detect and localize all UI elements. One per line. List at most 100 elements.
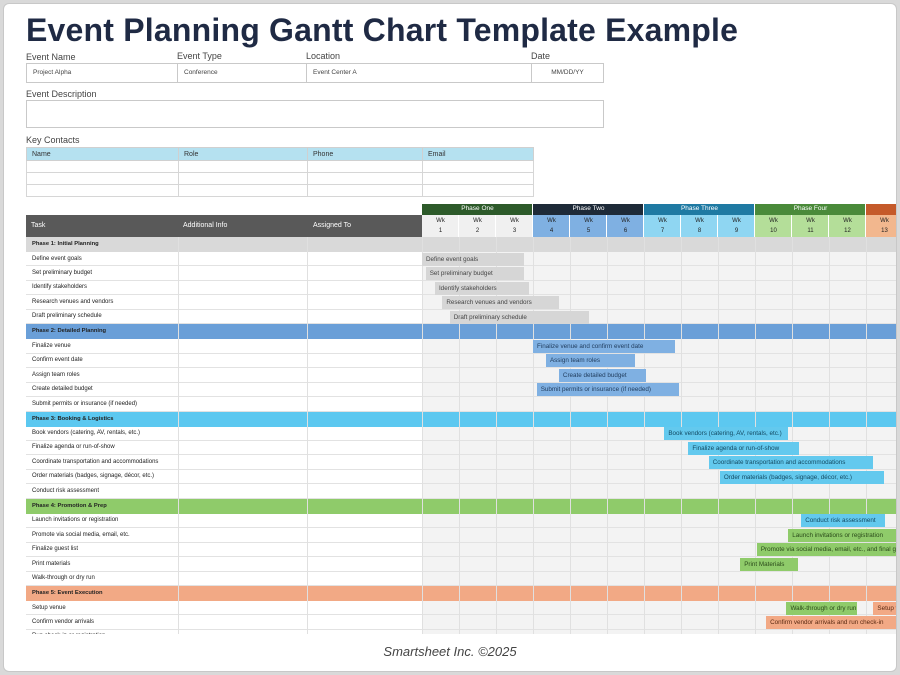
task-name[interactable]: Launch invitations or registration [32,517,119,524]
task-bar[interactable]: Setup venue [873,601,896,615]
task-bar[interactable]: Draft preliminary schedule [449,310,589,324]
week-prefix: Wk [843,218,852,224]
task-name[interactable]: Confirm event date [32,357,83,364]
location-label: Location [306,51,341,61]
week-header-cell [792,215,829,237]
task-name[interactable]: Draft preliminary schedule [32,313,102,320]
gantt-grid-row [422,629,896,634]
task-bar[interactable]: Set preliminary budget [425,267,524,281]
table-row [26,184,534,197]
task-bar[interactable]: Submit permits or insurance (if needed) [536,383,680,397]
task-name[interactable]: Finalize guest list [32,546,79,553]
row-divider [26,308,896,310]
week-header-cell [607,215,644,237]
task-bar[interactable]: Confirm vendor arrivals and run check-in [766,616,896,630]
week-prefix: Wk [658,218,667,224]
task-name[interactable]: Research venues and vendors [32,298,114,305]
task-name[interactable]: Finalize agenda or run-of-show [32,444,115,451]
task-name[interactable]: Setup venue [32,604,66,611]
week-divider [644,237,645,634]
task-name[interactable]: Assign team roles [32,371,80,378]
row-divider [26,497,896,499]
task-bar[interactable]: Create detailed budget [558,368,646,382]
date-field[interactable]: MM/DD/YY [531,63,604,83]
task-bar[interactable]: Conduct risk assessment [801,514,885,528]
row-divider [26,439,896,441]
row-divider [26,527,896,529]
kc-col-email: Email [422,147,534,161]
table-row [26,469,422,485]
row-divider [26,367,896,369]
page-frame: Event Planning Gantt Chart Template Exam… [3,3,897,672]
task-bar[interactable]: Walk-through or dry run [786,601,857,615]
gantt-grid-row [422,426,896,441]
date-label: Date [531,51,551,61]
gantt-grid-row [422,353,896,369]
gantt-grid-row [422,440,896,456]
task-bar[interactable]: Promote via social media, email, etc., a… [756,543,896,557]
row-divider [26,468,896,470]
table-row [26,571,422,586]
phase-header [644,204,755,215]
week-prefix: Wk [806,218,815,224]
task-bar[interactable]: Book vendors (catering, AV, rentals, etc… [664,427,789,441]
task-name[interactable]: Run check-in or registration [32,630,105,634]
task-name[interactable]: Create detailed budget [32,386,93,393]
phase-header [422,204,533,215]
task-bar[interactable]: Order materials (badges, signage, décor,… [719,470,885,484]
task-name[interactable]: Order materials (badges, signage, décor,… [32,473,155,480]
task-name[interactable]: Submit permits or insurance (if needed) [32,400,138,407]
week-header-cell [570,215,607,237]
task-name[interactable]: Conduct risk assessment [32,487,100,494]
week-number: 2 [475,228,480,234]
row-divider [26,381,896,383]
week-prefix: Wk [695,218,704,224]
task-bar[interactable]: Assign team roles [545,354,635,368]
gantt-grid-row [422,368,896,383]
section-header-row [26,498,896,514]
table-row [26,528,422,543]
table-row [26,339,422,354]
task-name[interactable]: Define event goals [32,255,82,262]
task-name[interactable]: Finalize venue [32,342,71,349]
task-bar[interactable]: Finalize agenda or run-of-show [688,441,800,455]
task-bar[interactable]: Launch invitations or registration [788,528,896,542]
task-name[interactable]: Coordinate transportation and accommodat… [32,458,159,465]
week-divider [496,237,497,634]
task-bar[interactable]: Identify stakeholders [434,281,530,295]
week-divider [866,237,867,634]
week-prefix: Wk [880,218,889,224]
week-prefix: Wk [584,218,593,224]
section-header-row [26,237,896,252]
key-contacts-label: Key Contacts [26,135,80,145]
task-name[interactable]: Confirm vendor arrivals [32,618,95,625]
row-divider [26,265,896,267]
table-row [26,295,422,310]
table-row [26,266,422,281]
table-row [26,513,422,529]
row-divider [26,628,896,630]
task-name[interactable]: Book vendors (catering, AV, rentals, etc… [32,430,141,436]
task-name[interactable]: Set preliminary budget [32,269,93,276]
week-header-cell [496,215,533,237]
gantt-header-bg [26,215,422,237]
task-bar[interactable]: Print Materials [740,557,798,571]
event-description-label: Event Description [26,89,97,99]
week-prefix: Wk [510,218,519,224]
location-field[interactable]: Event Center A [306,63,532,83]
week-divider [607,237,608,634]
event-description-field[interactable] [26,100,604,128]
task-bar[interactable]: Define event goals [422,252,524,266]
task-name[interactable]: Walk-through or dry run [32,575,95,582]
week-prefix: Wk [547,218,556,224]
table-row [26,601,422,616]
task-bar[interactable]: Coordinate transportation and accommodat… [708,456,874,470]
row-divider [26,614,896,616]
task-bar[interactable]: Finalize venue and confirm event date [533,339,676,353]
task-name[interactable]: Print materials [32,560,71,567]
task-name[interactable]: Promote via social media, email, etc. [32,531,130,538]
kc-cell[interactable] [422,184,534,197]
task-bar[interactable]: Research venues and vendors [442,296,559,310]
gantt-grid-row [422,280,896,296]
task-name[interactable]: Identify stakeholders [32,284,88,291]
